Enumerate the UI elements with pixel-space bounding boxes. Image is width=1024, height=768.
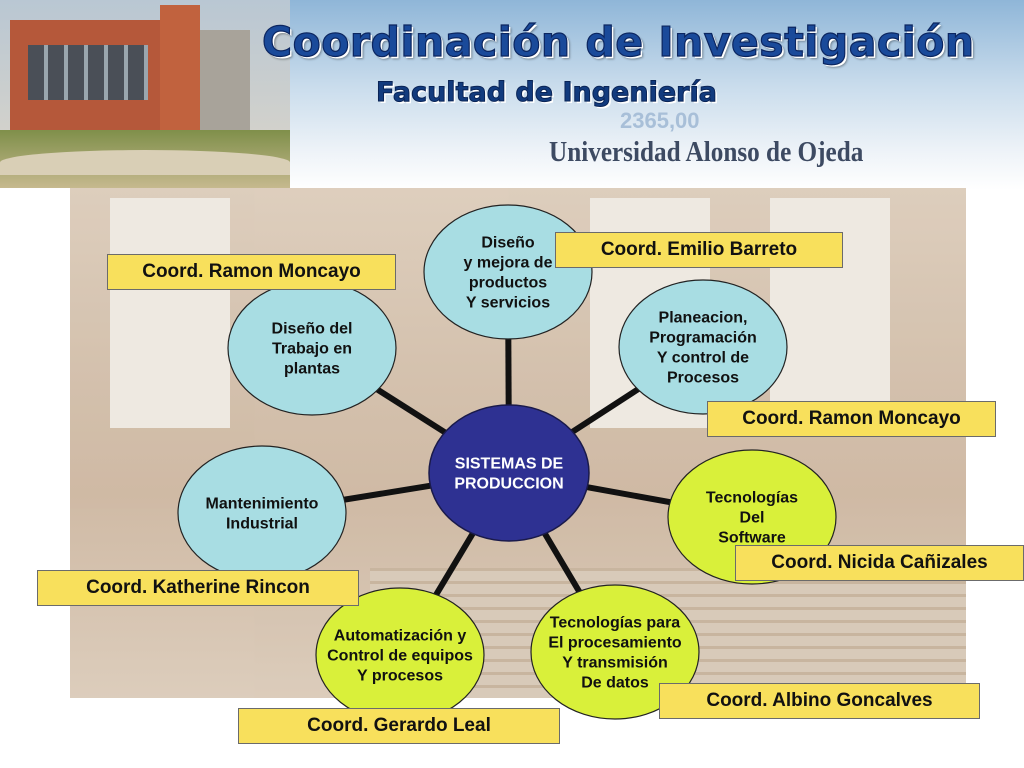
node-diseno-productos: Diseño y mejora de productos Y servicios <box>423 204 593 340</box>
coordinator-label-albino: Coord. Albino Goncalves <box>659 683 980 719</box>
node-tecnologias-datos: Tecnologías para El procesamiento Y transm… <box>530 584 700 720</box>
coordinator-label-gerardo: Coord. Gerardo Leal <box>238 708 560 744</box>
node-text-line: Diseño <box>481 235 535 252</box>
coordinator-label-ramon-1: Coord. Ramon Moncayo <box>107 254 396 290</box>
node-ellipse <box>618 279 788 415</box>
node-automatizacion: Automatización y Control de equipos Y proc… <box>315 587 485 723</box>
node-text-line: Procesos <box>667 370 739 387</box>
node-text-line: Tecnologías para <box>550 615 681 632</box>
node-text-line: Tecnologías <box>706 490 798 507</box>
node-text-line: El procesamiento <box>548 635 682 652</box>
coordinator-label-ramon-2: Coord. Ramon Moncayo <box>707 401 996 437</box>
node-text-line: Y procesos <box>357 668 443 685</box>
node-text-line: Programación <box>649 330 757 347</box>
node-text-line: Software <box>718 530 786 547</box>
node-ellipse <box>423 204 593 340</box>
node-ellipse <box>177 445 347 581</box>
coordinator-label-nicida: Coord. Nicida Cañizales <box>735 545 1024 581</box>
campus-photo <box>0 0 290 188</box>
node-text-line: Del <box>740 510 765 527</box>
center-node: SISTEMAS DE PRODUCCION <box>428 404 590 542</box>
coordinator-label-katherine: Coord. Katherine Rincon <box>37 570 359 606</box>
header-background-number: 2365,00 <box>620 108 700 133</box>
node-text-line: Automatización y <box>334 628 467 645</box>
node-text-line: De datos <box>581 675 649 692</box>
header-subtitle: Facultad de Ingeniería <box>376 77 718 109</box>
center-text-line: PRODUCCION <box>454 476 563 493</box>
node-text-line: Y control de <box>657 350 749 367</box>
node-planeacion: Planeacion, Programación Y control de Proce… <box>618 279 788 415</box>
node-text-line: Control de equipos <box>327 648 473 665</box>
header-banner: 2365,00 Coordinación de Investigación Fa… <box>0 0 1024 190</box>
node-text-line: y mejora de <box>464 255 553 272</box>
node-text-line: Trabajo en <box>272 341 352 358</box>
node-ellipse <box>530 584 700 720</box>
node-text-line: productos <box>469 275 547 292</box>
center-text-line: SISTEMAS DE <box>455 456 564 473</box>
node-text-line: plantas <box>284 361 340 378</box>
header-title: Coordinación de Investigación <box>261 17 975 66</box>
node-text-line: Y transmisión <box>562 655 668 672</box>
node-text-line: Industrial <box>226 516 298 533</box>
node-text-line: Y servicios <box>466 295 550 312</box>
node-text-line: Diseño del <box>272 321 353 338</box>
center-ellipse <box>428 404 590 542</box>
coordinator-label-emilio: Coord. Emilio Barreto <box>555 232 843 268</box>
node-text-line: Mantenimiento <box>206 496 319 513</box>
header-university: Universidad Alonso de Ojeda <box>549 137 864 168</box>
node-text-line: Planeacion, <box>659 310 748 327</box>
